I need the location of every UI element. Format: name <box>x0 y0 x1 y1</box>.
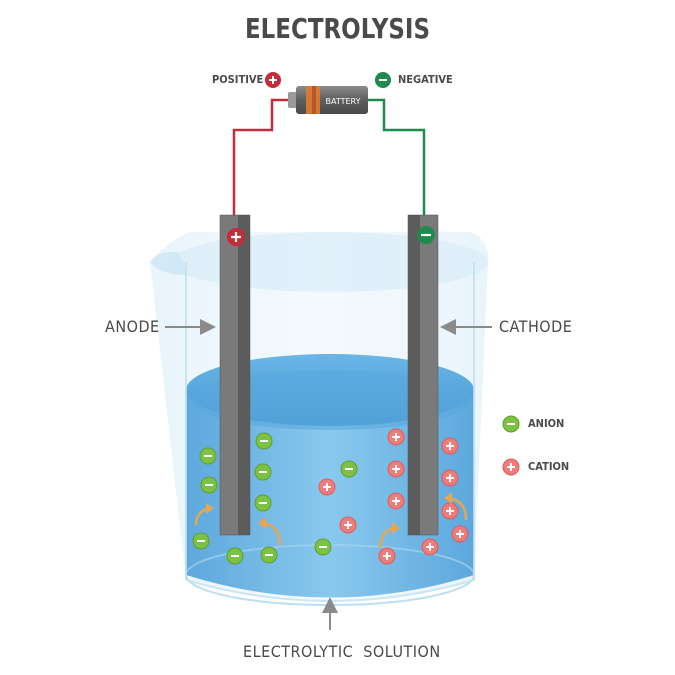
anion-icon <box>254 494 272 512</box>
cation-icon <box>318 478 336 496</box>
anion-icon <box>199 447 217 465</box>
legend-anion-label: ANION <box>528 417 565 430</box>
cation-group <box>318 428 469 565</box>
solution-label: ELECTROLYTIC SOLUTION <box>243 642 441 661</box>
anion-group <box>192 432 358 565</box>
cation-icon <box>441 437 459 455</box>
anion-icon <box>260 546 278 564</box>
migration-arrows <box>194 492 468 549</box>
anion-icon <box>254 463 272 481</box>
negative-label: NEGATIVE <box>398 73 453 86</box>
anion-icon <box>192 532 210 550</box>
cathode-label: CATHODE <box>499 317 573 336</box>
battery-label: BATTERY <box>326 97 361 106</box>
negative-terminal-icon <box>375 72 391 88</box>
anion-icon <box>255 432 273 450</box>
legend-anion-icon <box>502 415 520 433</box>
anion-icon <box>226 547 244 565</box>
cathode-minus-icon <box>417 226 435 244</box>
battery: BATTERY <box>288 86 368 114</box>
cation-icon <box>451 525 469 543</box>
cathode-electrode <box>407 214 439 536</box>
cation-icon <box>441 469 459 487</box>
anion-icon <box>200 476 218 494</box>
anode-label: ANODE <box>105 317 160 336</box>
anode-electrode <box>219 214 251 536</box>
anion-icon <box>314 538 332 556</box>
cation-icon <box>441 502 459 520</box>
cation-icon <box>339 516 357 534</box>
anion-icon <box>340 460 358 478</box>
cation-icon <box>378 547 396 565</box>
diagram-title: ELECTROLYSIS <box>244 12 431 45</box>
negative-wire <box>368 98 426 215</box>
positive-terminal-icon <box>265 72 281 88</box>
cation-icon <box>387 492 405 510</box>
anode-plus-icon <box>227 228 245 246</box>
cation-icon <box>421 538 439 556</box>
legend-cation-label: CATION <box>528 460 570 473</box>
positive-wire <box>232 98 292 215</box>
positive-label: POSITIVE <box>212 73 264 86</box>
cation-icon <box>387 428 405 446</box>
legend-cation-icon <box>502 458 520 476</box>
cation-icon <box>387 460 405 478</box>
